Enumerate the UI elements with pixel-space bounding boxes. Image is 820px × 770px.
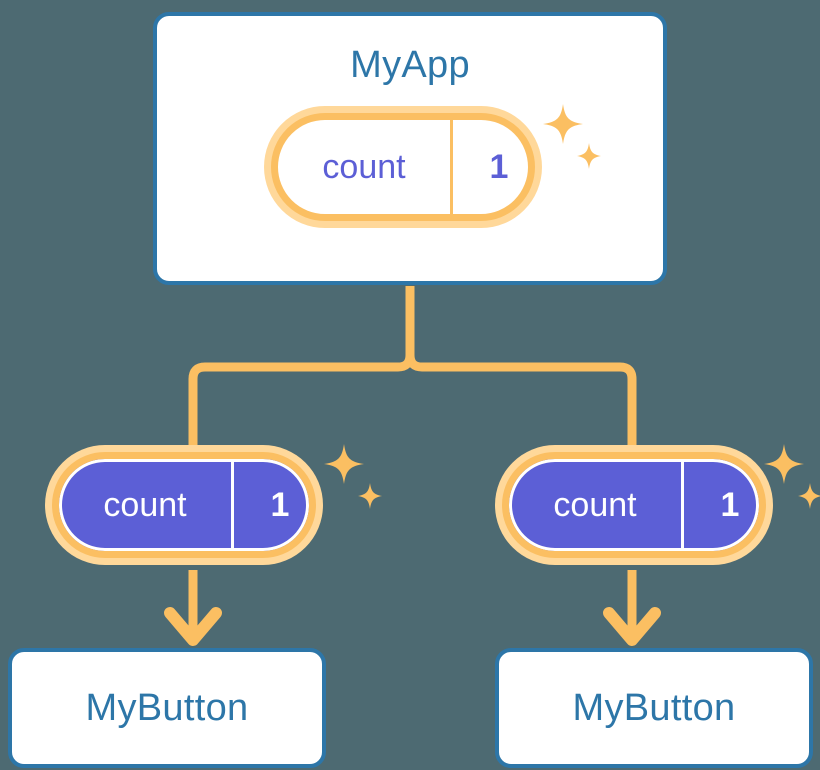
state-pill-body: count 1: [271, 113, 535, 221]
state-pill: count 1: [264, 106, 542, 228]
page-title: MyApp: [350, 44, 470, 86]
state-pill-left[interactable]: count 1: [45, 445, 323, 565]
state-key: count: [553, 485, 637, 524]
state-pill-right[interactable]: count 1: [495, 445, 773, 565]
state-pill-myapp[interactable]: count 1: [264, 106, 542, 228]
component-label: MyButton: [85, 686, 249, 729]
state-pill-body: count 1: [52, 452, 316, 558]
state-key: count: [322, 147, 406, 186]
arrow-down-icon: [603, 570, 661, 646]
state-key: count: [103, 485, 187, 524]
component-label: MyButton: [572, 686, 736, 729]
state-value: 1: [231, 459, 309, 551]
branch-connector-icon: [188, 286, 637, 457]
state-value: 1: [450, 120, 528, 214]
state-value: 1: [681, 459, 759, 551]
state-pill: count 1: [495, 445, 773, 565]
component-card-mybutton-right[interactable]: MyButton: [495, 648, 813, 768]
state-pill-body: count 1: [502, 452, 766, 558]
state-pill: count 1: [45, 445, 323, 565]
component-card-mybutton-left[interactable]: MyButton: [8, 648, 326, 768]
arrow-down-icon: [164, 570, 222, 646]
